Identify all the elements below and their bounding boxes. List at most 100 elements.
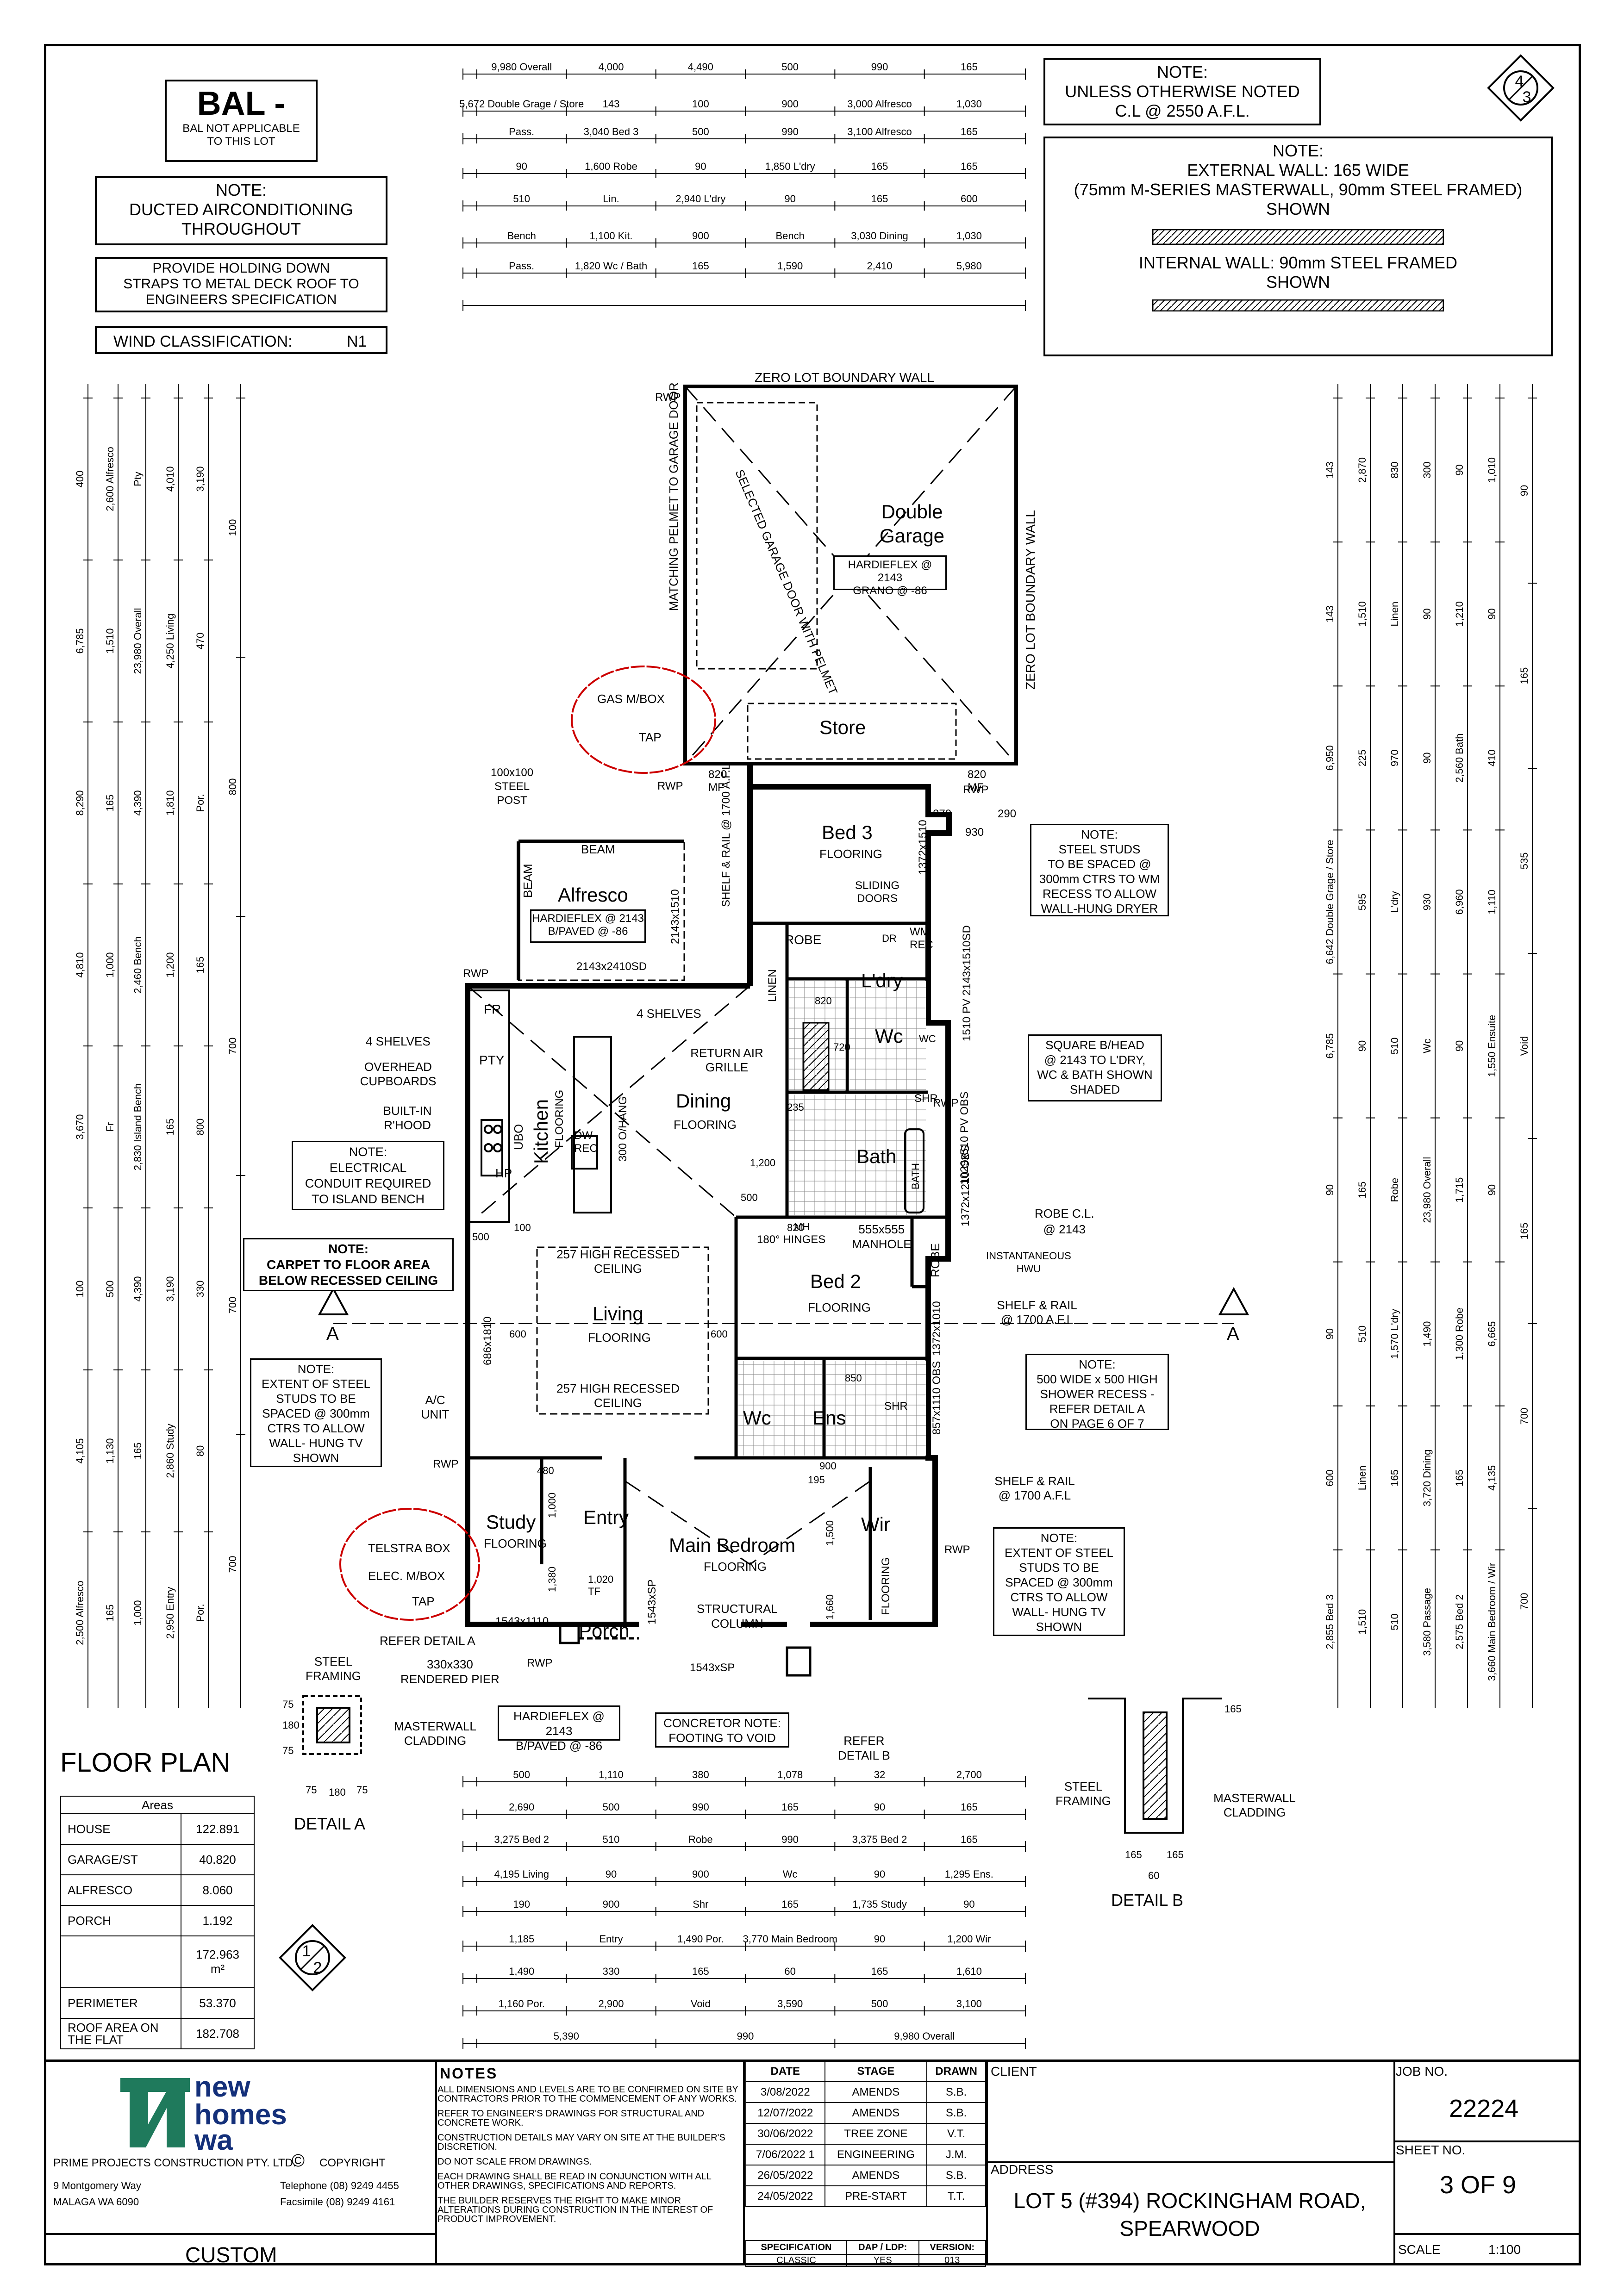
tv-note-1: EXTENT OF STEEL — [261, 1377, 370, 1391]
rwp-label-2: RWP — [657, 780, 683, 792]
sliding-doors-bed3: SLIDING DOORS — [855, 879, 900, 905]
areas-row-value: 122.891 — [181, 1813, 255, 1845]
shower-note-1: 500 WIDE x 500 HIGH — [1037, 1372, 1158, 1386]
shower-note-4: ON PAGE 6 OF 7 — [1050, 1417, 1144, 1431]
sheet-number-value: 3 OF 9 — [1440, 2171, 1517, 2199]
steel-framing-label-a: STEEL FRAMING — [306, 1655, 361, 1683]
spec-table: SPECIFICATION DAP / LDP: VERSION: CLASSI… — [745, 2240, 986, 2267]
shelf-rail-wir: SHELF & RAIL @ 1700 A.F.L — [994, 1474, 1075, 1502]
dimension-text: 1,030 — [956, 98, 982, 110]
areas-row-value: 40.820 — [181, 1844, 255, 1875]
dimension-text: 510 — [1356, 1325, 1368, 1343]
dimension-text: 4,105 — [74, 1438, 86, 1463]
manhole-symbol: MH — [794, 1221, 810, 1232]
porch — [559, 1623, 812, 1677]
alfresco-window: 2143x1510 — [669, 889, 681, 944]
dimension-text: 5,980 — [956, 260, 982, 272]
dimension-text: Wc — [1421, 1039, 1433, 1053]
garage-finish: HARDIEFLEX @ 2143 GRANO @ -86 — [833, 555, 947, 597]
dimension-text: 6,785 — [74, 628, 86, 653]
notes-title: NOTES — [440, 2065, 498, 2082]
phone-number: Telephone (08) 9249 4455 — [280, 2180, 399, 2191]
dimension-text: 510 — [1389, 1038, 1400, 1055]
custom-label: CUSTOM — [185, 2243, 277, 2267]
wall-note-line-2: (75mm M-SERIES MASTERWALL, 90mm STEEL FR… — [1074, 180, 1523, 199]
dimension-text: 3,040 Bed 3 — [584, 126, 639, 137]
dimension-text: 1,030 — [956, 230, 982, 242]
bulkhead-1: SQUARE B/HEAD — [1045, 1038, 1144, 1052]
dimension-text: Por. — [194, 794, 206, 812]
site-address: LOT 5 (#394) ROCKINGHAM ROAD, SPEARWOOD — [991, 2187, 1389, 2242]
areas-row-label: ROOF AREA ON THE FLAT — [60, 2018, 181, 2049]
site-address-1: LOT 5 (#394) ROCKINGHAM ROAD, — [1013, 2189, 1366, 2213]
revision-cell: AMENDS — [824, 2081, 928, 2103]
dimension-text: 165 — [1454, 1469, 1465, 1487]
room-laundry: L'dry — [861, 970, 903, 991]
wind-value: N1 — [347, 333, 367, 350]
dimension-text: 2,600 Alfresco — [104, 447, 116, 511]
dimension-text: 830 — [1389, 461, 1400, 479]
areas-row-label: GARAGE/ST — [60, 1844, 181, 1875]
detail-b-dim-1: 165 — [1224, 1703, 1242, 1715]
dimension-text: Linen — [1356, 1465, 1368, 1490]
section-marker-bottom: 1 2 — [279, 1924, 346, 1991]
section-a-markers — [318, 1287, 1249, 1324]
tv-note-2: STUDS TO BE — [276, 1392, 356, 1406]
dimension-text: Shr — [693, 1898, 708, 1910]
dimension-text: 165 — [194, 957, 206, 974]
dimension-text: 6,642 Double Grage / Store — [1324, 840, 1336, 964]
dim-600-living-right: 600 — [711, 1328, 728, 1340]
tv-note-3: SPACED @ 300mm — [262, 1406, 370, 1420]
dimension-text: 1,490 — [1421, 1321, 1433, 1347]
dimension-text: 1,715 — [1454, 1177, 1465, 1203]
steel-studs-title: NOTE: — [1081, 828, 1118, 841]
detail-a-dim-2: 180 — [329, 1786, 346, 1798]
dimension-text: 1,185 — [509, 1933, 534, 1945]
logo-mark — [130, 2083, 185, 2147]
wall-note-line-5: SHOWN — [1266, 273, 1330, 292]
carpet-note-title: NOTE: — [328, 1242, 369, 1256]
concretor-note: CONCRETOR NOTE: FOOTING TO VOID — [655, 1712, 789, 1748]
dimension-text: 1,490 Por. — [677, 1933, 724, 1945]
copyright-symbol: © — [292, 2151, 305, 2171]
dimension-text: 5,390 — [554, 2030, 579, 2042]
shower-note-2: SHOWER RECESS - — [1040, 1387, 1155, 1401]
tv2-note-2: STUDS TO BE — [1019, 1561, 1099, 1574]
dim-930: 930 — [965, 826, 984, 839]
dimension-text: Void — [691, 1998, 711, 2010]
dimension-text: 700 — [1518, 1593, 1530, 1610]
company-name: PRIME PROJECTS CONSTRUCTION PTY. LTD. — [53, 2157, 296, 2169]
dimension-text: 5,672 Double Grage / Store — [459, 98, 584, 110]
bulkhead-4: SHADED — [1069, 1083, 1120, 1096]
dimension-text: 700 — [1518, 1408, 1530, 1425]
dimension-text: Linen — [1389, 602, 1400, 627]
straps-note-line-1: PROVIDE HOLDING DOWN — [152, 261, 330, 276]
dim-1660: 1,660 — [824, 1594, 836, 1620]
dimension-text: 3,580 Passage — [1421, 1588, 1433, 1656]
window-1543-sp: 1543xSP — [690, 1661, 735, 1674]
cl-note-line-1: UNLESS OTHERWISE NOTED — [1065, 82, 1300, 101]
porch-finish-1: HARDIEFLEX @ 2143 — [513, 1709, 605, 1738]
dimension-text: 90 — [606, 1868, 617, 1880]
aircon-note-title: NOTE: — [215, 180, 267, 199]
tv-note-left: NOTE: EXTENT OF STEEL STUDS TO BE SPACED… — [250, 1358, 382, 1467]
kitchen-flooring: FLOORING — [553, 1089, 566, 1148]
dimension-text: 90 — [1421, 753, 1433, 764]
carpet-note-1: CARPET TO FLOOR AREA — [266, 1257, 431, 1272]
revision-cell: V.T. — [926, 2123, 986, 2145]
tv-note-4: CTRS TO ALLOW — [267, 1421, 365, 1435]
dim-100-living: 100 — [514, 1222, 531, 1233]
dimension-text: 9,980 Overall — [894, 2030, 955, 2042]
floor-plan-title: FLOOR PLAN — [60, 1748, 231, 1778]
bal-subtitle-2: TO THIS LOT — [207, 135, 275, 148]
dimension-text: 3,770 Main Bedroom — [743, 1933, 837, 1945]
dap-label: DAP / LDP: — [846, 2240, 919, 2255]
ceiling-level-note: NOTE: UNLESS OTHERWISE NOTED C.L @ 2550 … — [1043, 58, 1321, 125]
oven-label: UBO — [512, 1124, 525, 1150]
dim-500-bed2: 500 — [741, 1192, 758, 1203]
dimension-text: 4,135 — [1486, 1465, 1498, 1491]
dimension-text: 143 — [603, 98, 620, 110]
